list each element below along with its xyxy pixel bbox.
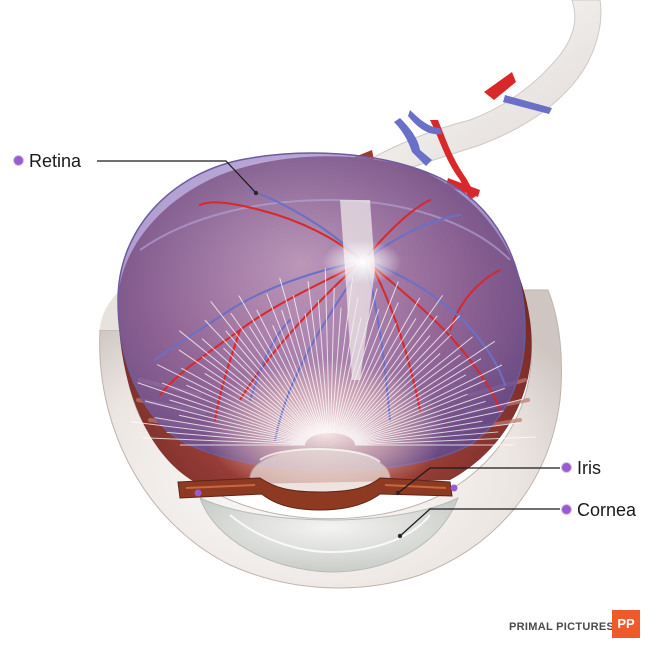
retina-leader-line	[97, 160, 257, 194]
zonular-fiber	[348, 336, 473, 438]
zonular-fiber	[352, 393, 468, 441]
cornea-label-text: Cornea	[577, 500, 637, 520]
zonular-fiber	[178, 349, 311, 439]
zonular-fiber	[343, 295, 444, 436]
zonular-fiber	[169, 399, 307, 442]
zonular-fiber	[351, 364, 503, 440]
iris	[177, 477, 453, 511]
zonular-fiber	[351, 374, 467, 440]
optic-disc	[322, 200, 402, 380]
zonular-fiber	[317, 299, 329, 434]
zonular-fiber	[281, 309, 324, 434]
zonular-fiber	[292, 295, 326, 434]
zonular-fiber	[347, 353, 441, 437]
zonular-fiber	[154, 417, 306, 444]
rim-marker-right	[450, 484, 458, 492]
cornea-leader-line	[399, 508, 560, 537]
zonular-fiber	[256, 309, 320, 435]
zonular-fiber	[186, 384, 308, 441]
zonular-fiber	[337, 281, 399, 434]
zonular-fiber	[137, 382, 307, 442]
zonular-fiber	[353, 398, 524, 443]
zonular-fiber	[354, 422, 521, 444]
retina-label-text: Retina	[29, 151, 82, 171]
zonular-fiber	[210, 300, 316, 436]
zonular-fiber	[201, 356, 311, 438]
zonular-fiber	[249, 326, 318, 435]
cornea	[199, 496, 459, 573]
zonular-fiber	[204, 319, 315, 437]
zonular-fiber	[354, 410, 504, 443]
cornea-label[interactable]: Cornea	[562, 500, 636, 520]
brand-logo: PP	[612, 610, 640, 638]
zonular-fibers	[130, 268, 536, 446]
zonular-fiber	[354, 431, 499, 445]
zonular-fiber	[178, 330, 312, 438]
optic-nerve	[343, 0, 602, 186]
leader-lines	[97, 160, 560, 537]
zonular-fiber	[130, 421, 306, 444]
zonular-fiber	[161, 382, 308, 441]
zonular-fiber	[166, 431, 306, 445]
zonular-fiber	[223, 347, 314, 437]
zonular-fiber	[354, 420, 483, 444]
zonular-fiber	[341, 297, 421, 435]
zonular-fiber	[342, 318, 417, 435]
retina-leader-endpoint	[253, 190, 259, 196]
zonular-fiber	[338, 302, 399, 435]
zonular-fiber	[201, 338, 313, 437]
zonular-fiber	[324, 268, 330, 434]
zonular-fiber	[204, 372, 310, 439]
retina-label[interactable]: Retina	[14, 151, 81, 171]
zonular-fiber	[181, 367, 309, 440]
cornea-leader-endpoint	[397, 533, 403, 539]
zonular-fiber	[346, 334, 452, 437]
zonular-fiber	[266, 293, 323, 434]
zonular-fiber	[344, 335, 431, 436]
zonular-fiber	[330, 287, 335, 434]
zonular-fiber	[353, 387, 505, 442]
zonular-fiber	[304, 313, 327, 434]
iris-marker-dot	[562, 462, 571, 472]
zonular-fiber	[279, 277, 325, 434]
zonular-fiber	[340, 322, 397, 435]
zonular-fiber	[143, 437, 306, 445]
zonular-fiber	[225, 330, 316, 436]
zonular-fiber	[307, 281, 328, 434]
iris-label-text: Iris	[577, 458, 601, 478]
zonular-fiber	[230, 312, 317, 436]
zonular-fiber	[156, 364, 309, 440]
zonular-fiber	[178, 414, 306, 443]
zonular-fiber	[272, 325, 322, 435]
leader-endpoints	[253, 190, 403, 539]
zonular-fiber	[350, 358, 482, 439]
cornea-marker-dot	[562, 504, 571, 514]
brand-name: PRIMAL PICTURES	[509, 621, 615, 633]
iris-label[interactable]: Iris	[562, 458, 601, 478]
zonular-fiber	[345, 315, 461, 437]
iris-leader-line	[397, 467, 560, 494]
iris-leader-endpoint	[395, 490, 401, 496]
zonular-fiber	[331, 307, 342, 434]
retina-marker-dot	[14, 155, 23, 165]
zonular-fiber	[144, 400, 307, 443]
zonular-fiber	[352, 379, 486, 441]
zonular-fiber	[354, 436, 536, 445]
zonular-fiber	[353, 400, 486, 442]
zonular-fiber	[344, 315, 438, 436]
zonular-fiber	[349, 354, 461, 438]
zonular-fiber	[349, 340, 496, 439]
zonular-fiber	[238, 295, 319, 435]
rim-marker-left	[194, 489, 202, 497]
